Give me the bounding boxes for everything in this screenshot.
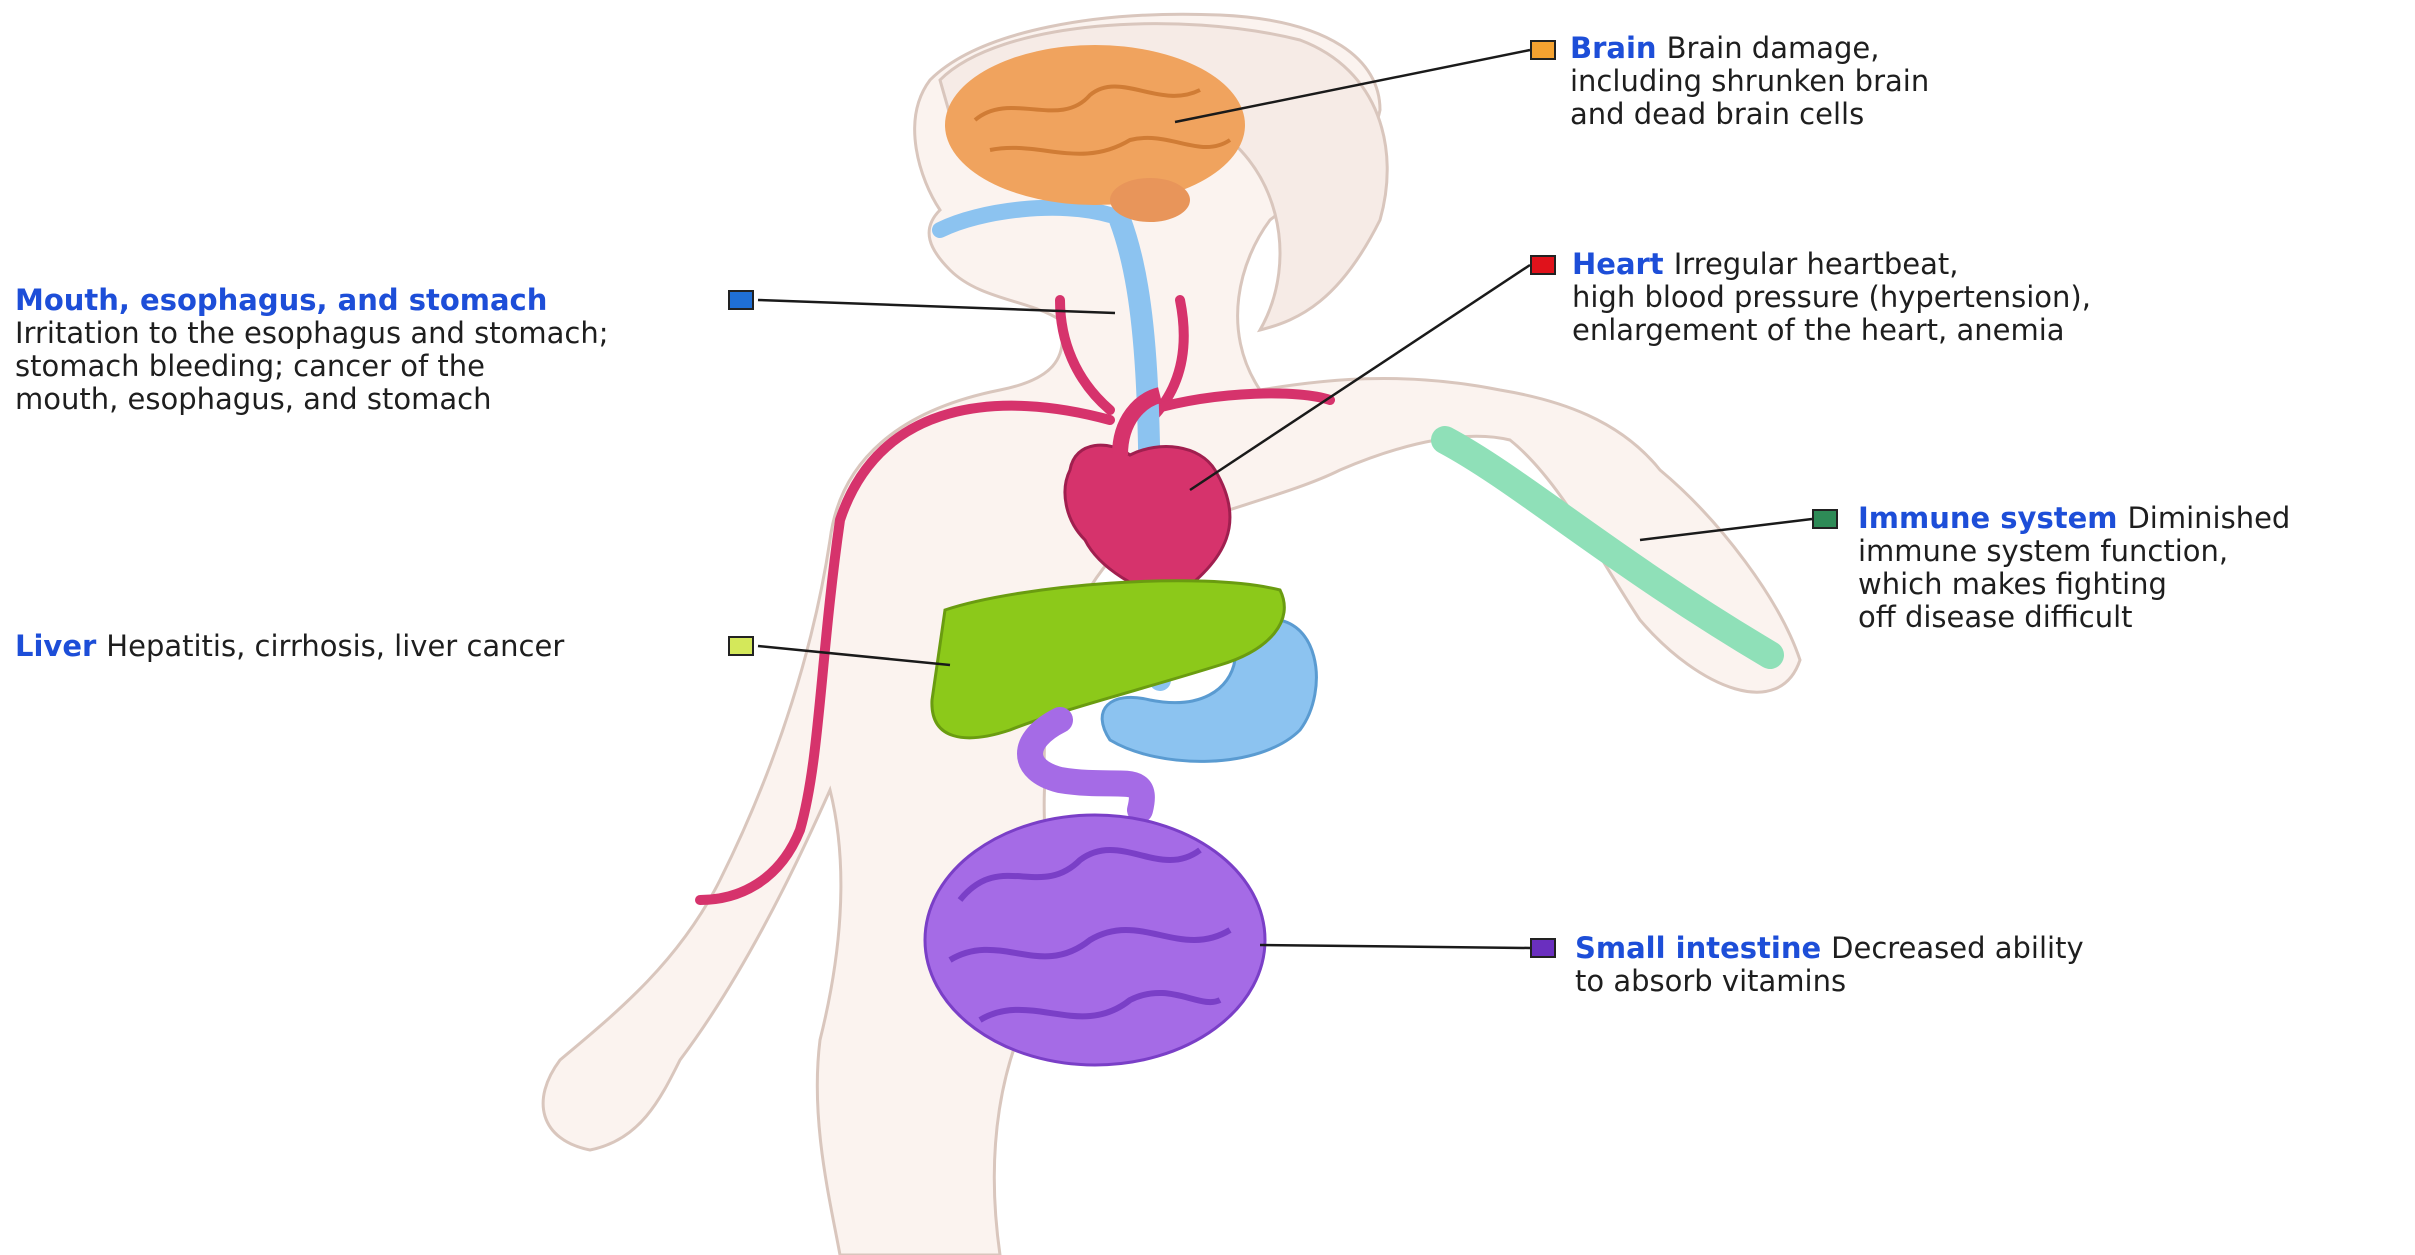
immune-callout: Immune system Diminished immune system fu… [1858, 502, 2290, 634]
intestine-desc-1: Decreased ability [1831, 931, 2083, 965]
heart-desc-1: Irregular heartbeat, [1674, 247, 1959, 281]
heart-swatch [1530, 255, 1556, 275]
immune-desc-3: which makes fighting [1858, 568, 2290, 601]
liver-swatch [728, 636, 754, 656]
mouth-desc-1: Irritation to the esophagus and stomach; [15, 317, 608, 350]
immune-label: Immune system [1858, 501, 2117, 535]
brain-label: Brain [1570, 31, 1657, 65]
mouth-swatch [728, 290, 754, 310]
mouth-desc-2: stomach bleeding; cancer of the [15, 350, 608, 383]
intestine-desc-2: to absorb vitamins [1575, 965, 2084, 998]
heart-callout: Heart Irregular heartbeat, high blood pre… [1572, 248, 2091, 347]
brain-desc-3: and dead brain cells [1570, 98, 1929, 131]
brain-desc-1: Brain damage, [1667, 31, 1880, 65]
mouth-label: Mouth, esophagus, and stomach [15, 283, 547, 317]
heart-label: Heart [1572, 247, 1664, 281]
immune-desc-1: Diminished [2127, 501, 2290, 535]
heart-desc-2: high blood pressure (hypertension), [1572, 281, 2091, 314]
intestine-swatch [1530, 938, 1556, 958]
immune-desc-4: off disease difficult [1858, 601, 2290, 634]
brain-desc-2: including shrunken brain [1570, 65, 1929, 98]
brain-swatch [1530, 40, 1556, 60]
mouth-callout: Mouth, esophagus, and stomach Irritation… [15, 284, 608, 416]
mouth-desc-3: mouth, esophagus, and stomach [15, 383, 608, 416]
liver-label: Liver [15, 629, 96, 663]
intestine-callout: Small intestine Decreased ability to abso… [1575, 932, 2084, 998]
immune-desc-2: immune system function, [1858, 535, 2290, 568]
intestine-label: Small intestine [1575, 931, 1821, 965]
brain-callout: Brain Brain damage, including shrunken br… [1570, 32, 1929, 131]
liver-callout: Liver Hepatitis, cirrhosis, liver cancer [15, 630, 564, 663]
heart-desc-3: enlargement of the heart, anemia [1572, 314, 2091, 347]
immune-swatch [1812, 509, 1838, 529]
liver-desc-1: Hepatitis, cirrhosis, liver cancer [106, 629, 564, 663]
